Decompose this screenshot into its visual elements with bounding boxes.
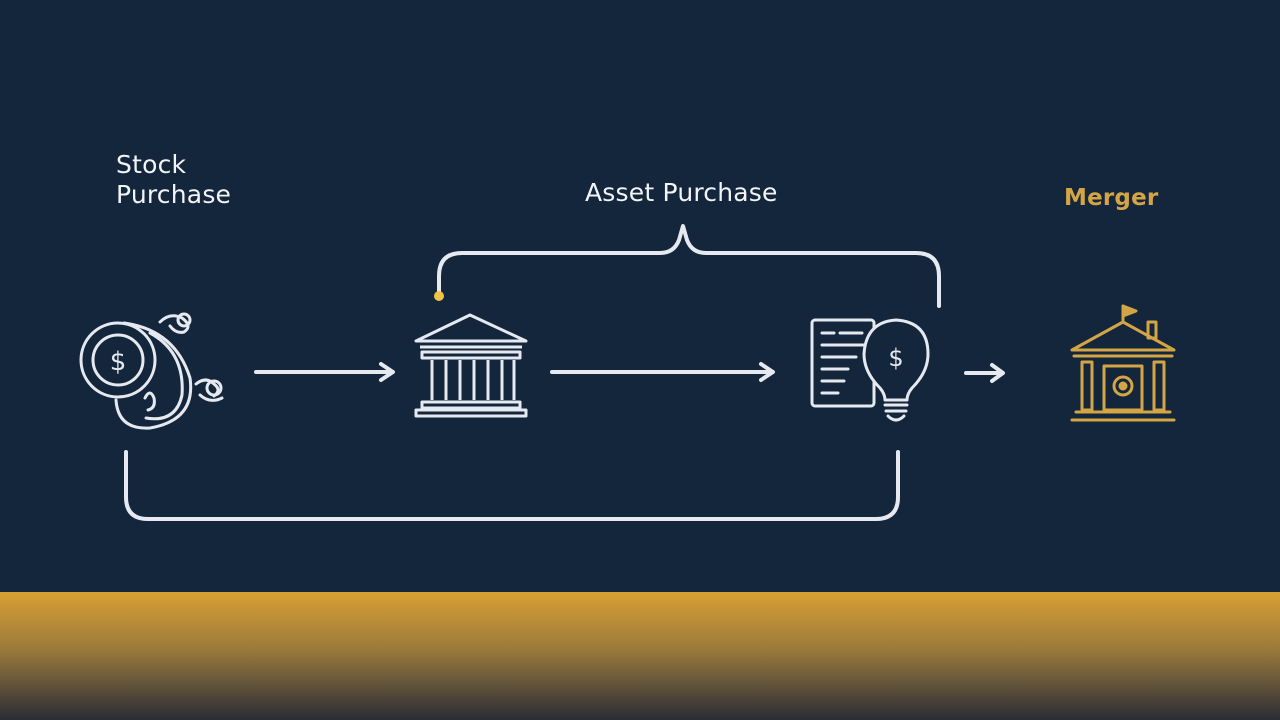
stock-label-line1: Stock <box>116 150 187 179</box>
svg-text:$: $ <box>888 344 903 372</box>
merger-label: Merger <box>1064 185 1159 211</box>
stock-bracket <box>124 450 900 521</box>
stock-label-line2: Purchase <box>116 180 232 209</box>
bank-flag-icon <box>1070 304 1176 422</box>
bracket-endpoint-dot <box>434 291 444 301</box>
stock-purchase-label: Stock Purchase <box>116 150 231 210</box>
asset-bracket <box>437 224 941 308</box>
bottom-gold-band <box>0 592 1280 720</box>
arrow-bank-to-document <box>550 362 775 382</box>
arrow-stock-to-bank <box>254 362 395 382</box>
asset-purchase-label: Asset Purchase <box>585 178 778 207</box>
bank-building-icon <box>414 313 528 418</box>
arrow-document-to-merger <box>964 363 1005 383</box>
document-lightbulb-icon: $ <box>810 318 930 422</box>
svg-text:$: $ <box>110 347 127 377</box>
coins-dollar-icon: $ <box>79 312 224 430</box>
